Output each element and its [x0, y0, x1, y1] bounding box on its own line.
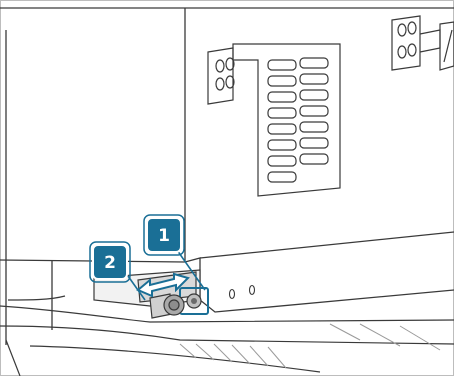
floor-base: [0, 306, 454, 376]
floor-hatching: [180, 324, 440, 368]
screw-icon: [187, 294, 201, 308]
appliance-side-panel: [185, 8, 454, 312]
vent-bracket: [208, 44, 340, 196]
hinge-bracket: [392, 16, 454, 70]
callout-2-label: 2: [104, 253, 116, 273]
callout-1-label: 1: [158, 226, 170, 246]
adjuster-knob: [150, 294, 184, 318]
panel-holes: [230, 286, 255, 299]
callout-1: 1: [144, 215, 184, 255]
callout-2: 2: [90, 242, 130, 282]
